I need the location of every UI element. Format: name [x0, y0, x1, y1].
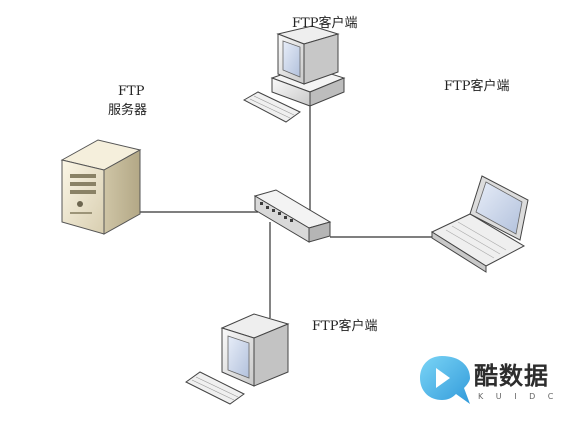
watermark-logo-icon [420, 356, 470, 404]
connection-lines [138, 100, 434, 318]
server-label-line2: 服务器 [108, 103, 148, 118]
client-computer-icon [242, 25, 346, 123]
watermark-sub: K U I D C [478, 392, 559, 401]
client-label-right: FTP客户端 [444, 79, 510, 94]
client-label-bottom: FTP客户端 [312, 319, 378, 334]
client-computer-icon [185, 313, 290, 405]
client-laptop-icon [430, 175, 529, 273]
server-tower-icon [60, 139, 142, 235]
watermark-name: 酷数据 [474, 362, 549, 390]
client-label-top: FTP客户端 [292, 16, 358, 31]
network-switch-icon [253, 189, 332, 243]
server-label-line1: FTP [118, 84, 145, 99]
